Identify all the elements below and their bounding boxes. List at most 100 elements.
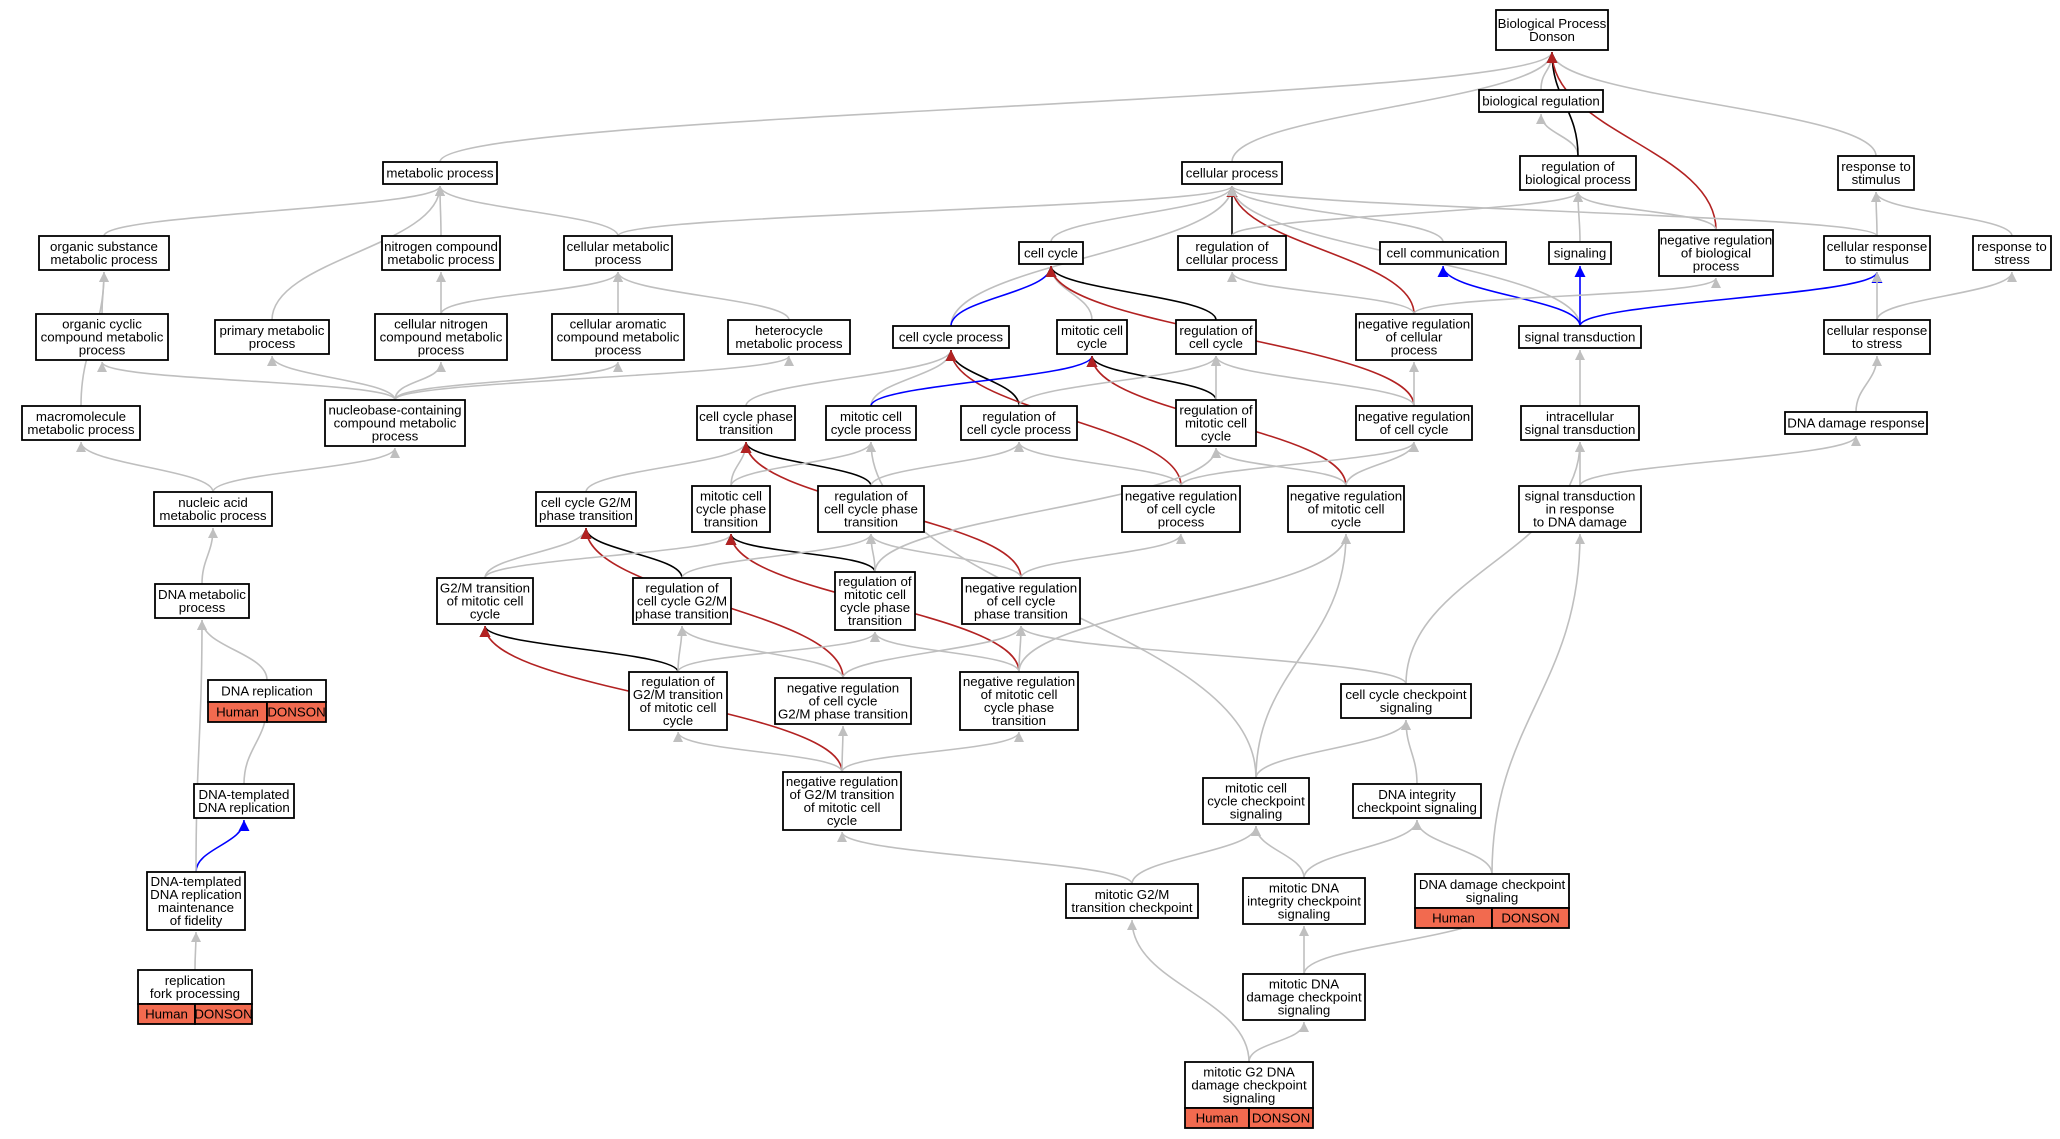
annotation-dnarep-cell-1 <box>266 701 327 723</box>
node-mitg2m-box <box>1065 883 1199 919</box>
node-cellcycle[interactable]: cell cycle <box>1018 241 1084 265</box>
node-bp-box <box>1495 9 1609 51</box>
node-ccproc[interactable]: cell cycle process <box>892 325 1010 349</box>
node-sigtrans[interactable]: signal transduction <box>1518 325 1642 349</box>
edge-regccg2m-to-regccpt <box>681 533 876 579</box>
edge-dnadamcheck-to-sigdna <box>1491 533 1585 875</box>
node-regcc-label-1: cell cycle <box>1189 336 1243 351</box>
annotation-replfork-label-0: Human <box>145 1007 188 1022</box>
node-sigdna-label-0: signal transduction <box>1525 489 1636 504</box>
node-bp-label-1: Donson <box>1529 29 1575 44</box>
node-mitccproc-label-1: cycle process <box>831 422 912 437</box>
node-ccpt-label-1: transition <box>719 422 773 437</box>
annotation-dnarep-label-0: Human <box>216 705 259 720</box>
node-sigtrans-box <box>1518 325 1642 349</box>
edge-nucbase-to-cellnitro <box>394 361 446 401</box>
node-bioreg[interactable]: biological regulation <box>1478 89 1604 113</box>
node-metab[interactable]: metabolic process <box>382 161 498 185</box>
node-sigdna-label-1: in response <box>1546 502 1615 517</box>
node-nucbase-label-1: compound metabolic <box>334 416 457 431</box>
node-signaling[interactable]: signaling <box>1548 241 1612 265</box>
node-sigdna-box <box>1518 485 1642 533</box>
node-negregccproc-box <box>1121 485 1241 533</box>
edge-mitg2m-to-negregg2mmit <box>837 831 1133 885</box>
node-negregmitcc-label-0: negative regulation <box>1290 489 1402 504</box>
edge-dnamet-to-nucacid <box>201 527 218 585</box>
node-cellproc[interactable]: cellular process <box>1181 161 1283 185</box>
edge-dnatempmaint-to-dnamet <box>195 619 207 873</box>
node-cellcomm[interactable]: cell communication <box>1379 241 1507 265</box>
edge-mitdnaint-to-mitcccheck <box>1251 825 1305 879</box>
edge-sigtrans-to-cellresp <box>1579 271 1883 327</box>
node-negregbio-label-2: process <box>1693 259 1740 274</box>
edge-ccg2m-to-ccpt <box>585 441 751 493</box>
node-regmitccpt-label-1: mitotic cell <box>844 587 906 602</box>
node-mitcc-label-1: cycle <box>1077 336 1107 351</box>
node-dnadamcheck-label-1: signaling <box>1466 890 1519 905</box>
edge-cccheck-to-negregccpt <box>1016 625 1407 685</box>
node-regccg2m-label-2: phase transition <box>635 607 729 622</box>
node-primary-label-0: primary metabolic <box>220 323 325 338</box>
node-negregccg2m-label-2: G2/M phase transition <box>778 707 908 722</box>
node-ccg2m-label-0: cell cycle G2/M <box>541 495 631 510</box>
edges-layer <box>76 51 2017 1063</box>
node-dnadamresp[interactable]: DNA damage response <box>1784 411 1928 435</box>
edge-primary-to-metab <box>271 185 445 321</box>
